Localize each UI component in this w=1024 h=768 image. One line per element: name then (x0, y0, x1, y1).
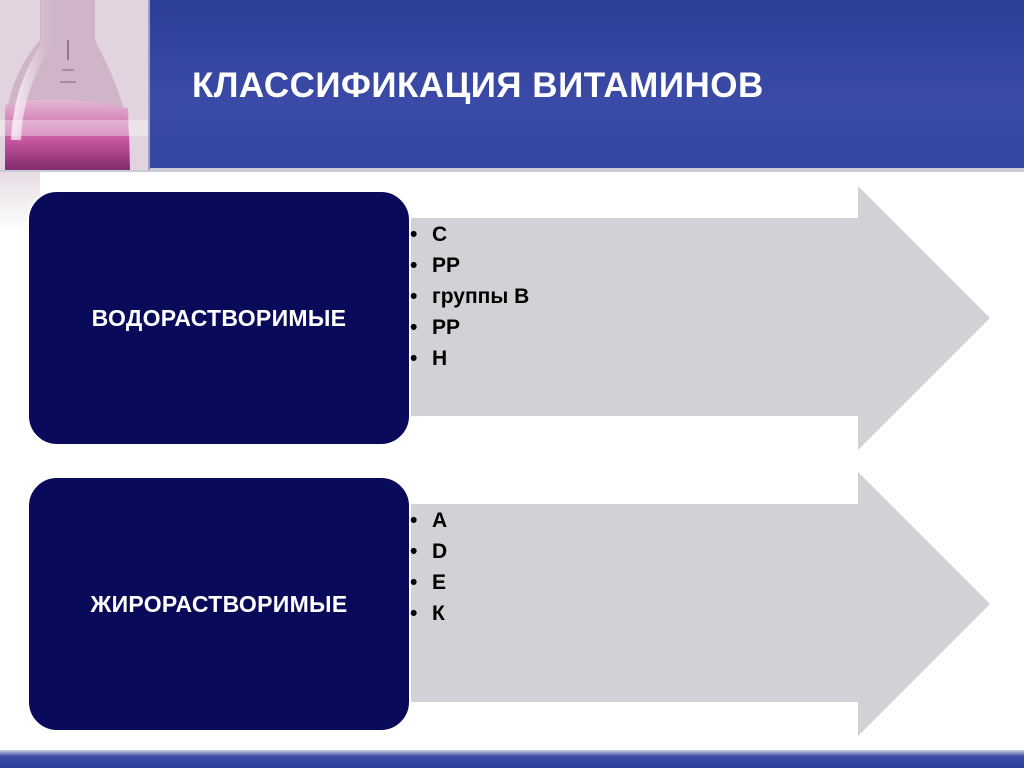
bullet-icon: • (410, 571, 418, 594)
title-banner (0, 0, 1024, 170)
list-item: •D (410, 536, 447, 567)
bullet-icon: • (410, 316, 418, 339)
vitamin-label: С (432, 223, 448, 246)
list-item: •К (410, 598, 447, 629)
vitamin-label: К (432, 602, 445, 625)
list-item: • группы В (410, 281, 529, 312)
vitamin-label: Н (432, 347, 448, 370)
category-fat-soluble-label: ЖИРОРАСТВОРИМЫЕ (90, 590, 348, 617)
fat-soluble-vitamin-list: •А •D •Е •К (410, 505, 447, 629)
footer-bar (0, 750, 1024, 768)
bullet-icon: • (410, 223, 418, 246)
list-item: • РР (410, 312, 529, 343)
arrow-water-soluble (360, 186, 990, 450)
list-item: •Н (410, 343, 529, 374)
chemistry-flask-image (0, 0, 150, 170)
flask-icon (0, 0, 150, 170)
flask-panel-border (148, 0, 150, 170)
list-item: •Е (410, 567, 447, 598)
bullet-icon: • (410, 347, 418, 370)
category-water-soluble-label: ВОДОРАСТВОРИМЫЕ (91, 304, 347, 331)
arrow-fat-soluble (360, 472, 990, 736)
vitamin-label: группы В (432, 285, 530, 308)
vitamin-label: РР (432, 254, 461, 277)
vitamin-label: А (432, 509, 448, 532)
bullet-icon: • (410, 285, 418, 308)
bullet-icon: • (410, 254, 418, 277)
list-item: •А (410, 505, 447, 536)
bullet-icon: • (410, 540, 418, 563)
vitamin-label: D (432, 540, 448, 563)
list-item: •С (410, 219, 529, 250)
bullet-icon: • (410, 602, 418, 625)
vitamin-label: Е (432, 571, 447, 594)
water-soluble-vitamin-list: •С •РР •группы В •РР •Н (410, 219, 529, 374)
bullet-icon: • (410, 509, 418, 532)
list-item: • РР (410, 250, 529, 281)
vitamin-label: РР (432, 316, 461, 339)
slide-title: КЛАССИФИКАЦИЯ ВИТАМИНОВ (192, 66, 764, 105)
category-fat-soluble: ЖИРОРАСТВОРИМЫЕ (27, 476, 411, 732)
title-banner-underline (0, 168, 1024, 172)
category-water-soluble: ВОДОРАСТВОРИМЫЕ (27, 190, 411, 446)
